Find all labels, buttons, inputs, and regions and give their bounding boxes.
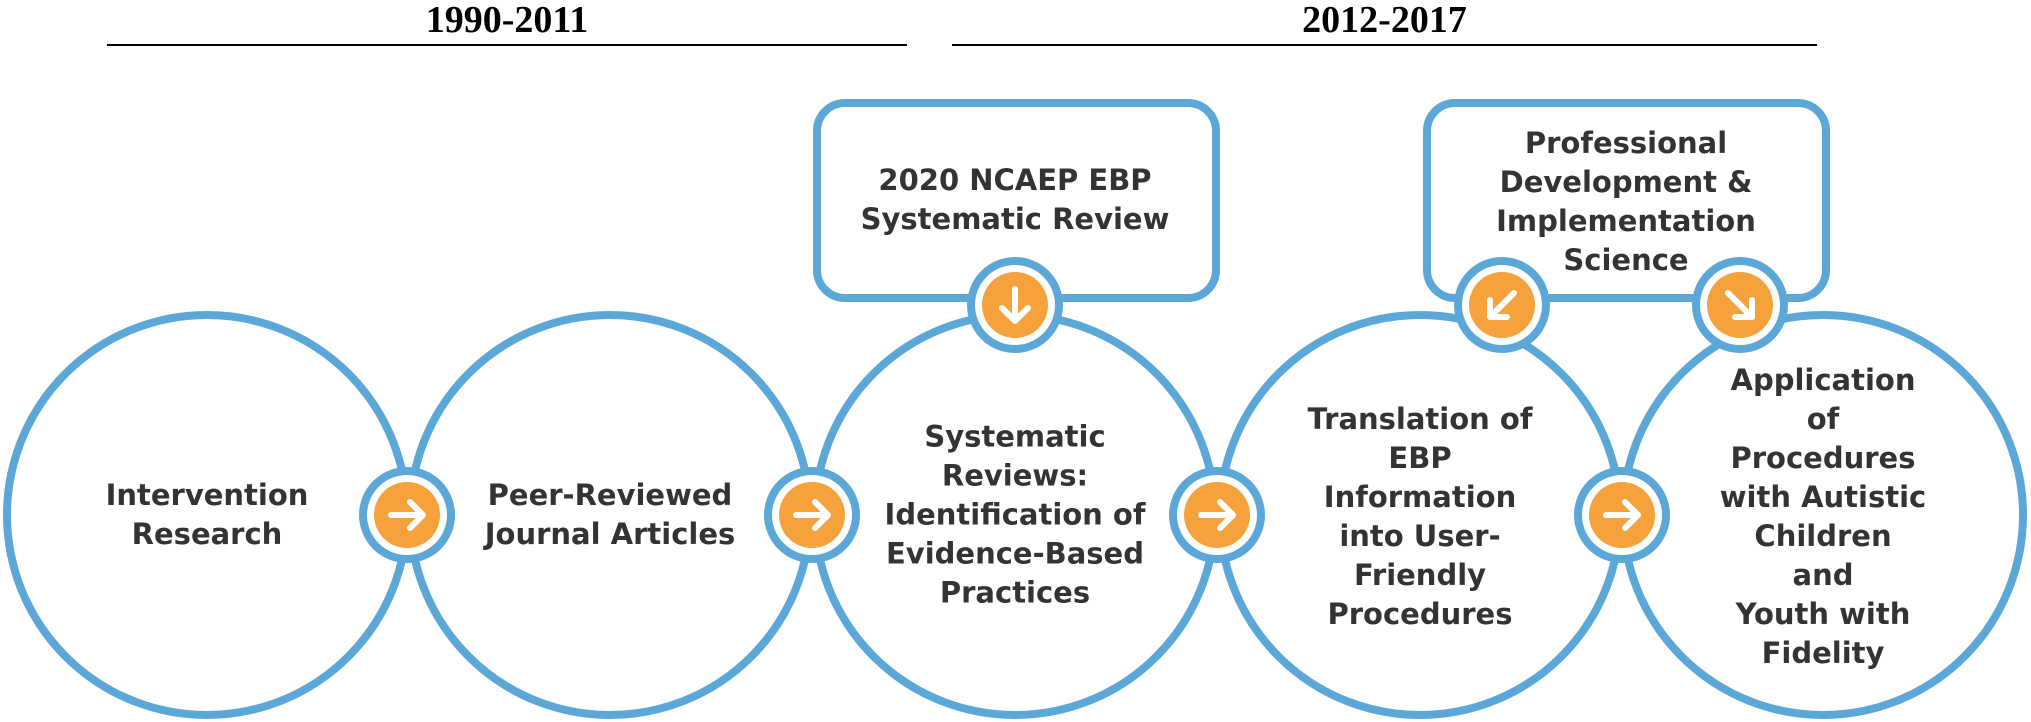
arrow-right-icon: [1169, 467, 1265, 563]
period-2012-2017: 2012-2017: [952, 0, 1817, 46]
arrow-right-icon: [764, 467, 860, 563]
period-1990-2011: 1990-2011: [107, 0, 907, 46]
arrow-down-right-icon: [1692, 257, 1788, 353]
arrow-right-icon: [1574, 467, 1670, 563]
arrow-down-left-icon: [1454, 257, 1550, 353]
circle-application-label: Application of Procedures with Autistic …: [1719, 363, 1927, 670]
box-professional-development-label: Professional Development & Implementatio…: [1496, 126, 1756, 277]
circle-systematic-reviews-label: Systematic Reviews: Identification of Ev…: [884, 419, 1146, 610]
arrow-right-icon: [359, 467, 455, 563]
circle-peer-reviewed-articles-label: Peer-Reviewed Journal Articles: [484, 478, 736, 551]
box-ncaep-review-label: 2020 NCAEP EBP Systematic Review: [860, 163, 1170, 236]
circle-translation-label: Translation of EBP Information into User…: [1307, 402, 1533, 631]
circle-intervention-research-label: Intervention Research: [105, 478, 309, 551]
box-professional-development: [1423, 99, 1830, 302]
arrow-down-icon: [967, 257, 1063, 353]
